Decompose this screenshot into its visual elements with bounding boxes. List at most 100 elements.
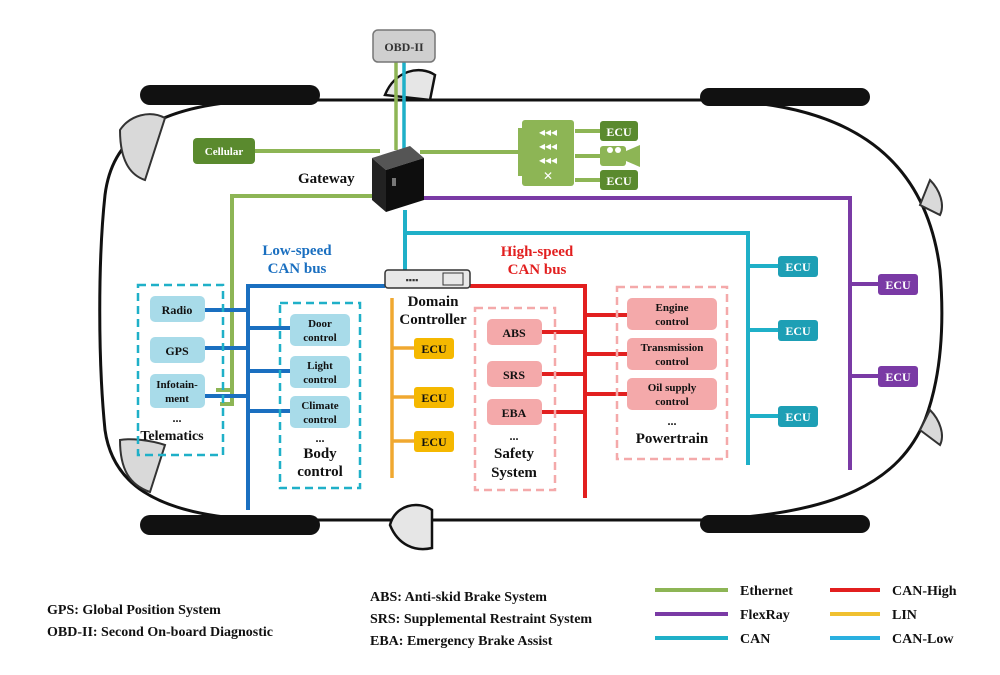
gps-node: GPS bbox=[150, 337, 205, 363]
climate-label: Climate bbox=[301, 400, 338, 412]
body-title-2: control bbox=[297, 464, 343, 480]
oil-label: Oil supply bbox=[648, 382, 697, 394]
svg-text:✕: ✕ bbox=[543, 169, 553, 183]
telematics-group bbox=[136, 283, 225, 457]
transmission-control-node: Transmission control bbox=[627, 338, 717, 370]
infotainment-label: Infotain- bbox=[156, 379, 198, 391]
radio-node: Radio bbox=[150, 296, 205, 322]
can-ecu-3-label: ECU bbox=[785, 410, 811, 424]
lin-ecu-3-label: ECU bbox=[421, 435, 447, 449]
can-high-links bbox=[470, 284, 627, 498]
safety-title-2: System bbox=[491, 465, 537, 481]
svg-text:◂◂◂: ◂◂◂ bbox=[539, 125, 557, 139]
can-ecu-2: ECU bbox=[778, 320, 818, 341]
light-control-node: Light control bbox=[290, 356, 350, 388]
footnote-obd: OBD-II: Second On-board Diagnostic bbox=[47, 625, 273, 640]
domain-controller-label: Domain bbox=[408, 294, 459, 310]
legend-can-high-label: CAN-High bbox=[892, 584, 957, 599]
gateway-label: Gateway bbox=[298, 171, 355, 187]
flexray-links bbox=[418, 196, 878, 470]
transmission-label-2: control bbox=[655, 356, 688, 368]
eba-label: EBA bbox=[502, 406, 527, 420]
svg-text:▪▪▪▪: ▪▪▪▪ bbox=[406, 275, 419, 285]
infotainment-label-2: ment bbox=[165, 393, 189, 405]
telematics-ellipsis: ... bbox=[173, 411, 182, 425]
obd-node: OBD-II bbox=[372, 29, 436, 63]
svg-text:◂◂◂: ◂◂◂ bbox=[539, 139, 557, 153]
ecu-ethernet-1-label: ECU bbox=[606, 125, 632, 139]
can-ecu-2-label: ECU bbox=[785, 324, 811, 338]
lin-ecu-2-label: ECU bbox=[421, 391, 447, 405]
door-label: Door bbox=[308, 318, 332, 330]
gateway-icon bbox=[372, 146, 424, 212]
can-links bbox=[403, 210, 778, 465]
flexray-ecu-1-label: ECU bbox=[885, 278, 911, 292]
climate-label-2: control bbox=[303, 414, 336, 426]
oil-supply-control-node: Oil supply control bbox=[627, 378, 717, 410]
lin-links bbox=[390, 298, 414, 478]
powertrain-group bbox=[615, 285, 729, 461]
lin-ecu-1: ECU bbox=[414, 338, 454, 359]
ecu-ethernet-1: ECU bbox=[600, 121, 638, 141]
can-ecu-1: ECU bbox=[778, 256, 818, 277]
transmission-label: Transmission bbox=[641, 342, 704, 354]
powertrain-ellipsis: ... bbox=[668, 414, 677, 428]
switch-icon: ◂◂◂ ◂◂◂ ◂◂◂ ✕ bbox=[522, 120, 574, 186]
domain-controller-icon: ▪▪▪▪ bbox=[384, 269, 471, 289]
high-speed-label-2: CAN bus bbox=[508, 262, 567, 278]
can-ecu-3: ECU bbox=[778, 406, 818, 427]
obd-links bbox=[394, 62, 406, 150]
powertrain-title: Powertrain bbox=[636, 431, 709, 447]
abs-node: ABS bbox=[487, 319, 542, 345]
legend-can-low-label: CAN-Low bbox=[892, 632, 954, 647]
flexray-ecu-1: ECU bbox=[878, 274, 918, 295]
low-speed-label-2: CAN bus bbox=[268, 261, 327, 277]
door-label-2: control bbox=[303, 332, 336, 344]
cellular-label: Cellular bbox=[205, 146, 244, 158]
light-label-2: control bbox=[303, 374, 336, 386]
engine-label-2: control bbox=[655, 316, 688, 328]
gps-label: GPS bbox=[165, 344, 189, 358]
lin-ecu-2: ECU bbox=[414, 387, 454, 408]
engine-control-node: Engine control bbox=[627, 298, 717, 330]
srs-label: SRS bbox=[503, 368, 525, 382]
light-label: Light bbox=[307, 360, 333, 372]
ecu-ethernet-2-label: ECU bbox=[606, 174, 632, 188]
footnotes: GPS: Global Position System OBD-II: Seco… bbox=[47, 590, 592, 649]
can-ecu-1-label: ECU bbox=[785, 260, 811, 274]
can-low-links bbox=[205, 284, 385, 510]
lin-ecu-1-label: ECU bbox=[421, 342, 447, 356]
safety-ellipsis: ... bbox=[510, 429, 519, 443]
radio-label: Radio bbox=[162, 303, 193, 317]
car-wheels bbox=[140, 85, 870, 535]
low-speed-label: Low-speed bbox=[262, 243, 332, 259]
flexray-ecu-2: ECU bbox=[878, 366, 918, 387]
group-boxes bbox=[136, 283, 729, 492]
legend-ethernet-label: Ethernet bbox=[740, 584, 793, 599]
footnote-srs: SRS: Supplemental Restraint System bbox=[370, 612, 592, 627]
footnote-eba: EBA: Emergency Brake Assist bbox=[370, 634, 553, 649]
car-lights bbox=[118, 113, 943, 494]
svg-text:◂◂◂: ◂◂◂ bbox=[539, 153, 557, 167]
cellular-node: Cellular bbox=[193, 138, 255, 164]
camera-icon bbox=[600, 145, 640, 167]
high-speed-label: High-speed bbox=[501, 244, 574, 260]
srs-node: SRS bbox=[487, 361, 542, 387]
eba-node: EBA bbox=[487, 399, 542, 425]
body-title: Body bbox=[303, 446, 337, 462]
flexray-ecu-2-label: ECU bbox=[885, 370, 911, 384]
legend: Ethernet FlexRay CAN CAN-High LIN CAN-Lo… bbox=[655, 584, 957, 647]
door-control-node: Door control bbox=[290, 314, 350, 346]
telematics-title: Telematics bbox=[140, 429, 204, 444]
abs-label: ABS bbox=[502, 326, 526, 340]
legend-lin-label: LIN bbox=[892, 608, 917, 623]
obd-label: OBD-II bbox=[384, 40, 424, 54]
footnote-abs: ABS: Anti-skid Brake System bbox=[370, 590, 547, 605]
engine-label: Engine bbox=[655, 302, 688, 314]
legend-can-label: CAN bbox=[740, 632, 770, 647]
climate-control-node: Climate control bbox=[290, 396, 350, 428]
safety-title: Safety bbox=[494, 446, 534, 462]
ecu-ethernet-2: ECU bbox=[600, 170, 638, 190]
legend-flexray-label: FlexRay bbox=[740, 608, 790, 623]
